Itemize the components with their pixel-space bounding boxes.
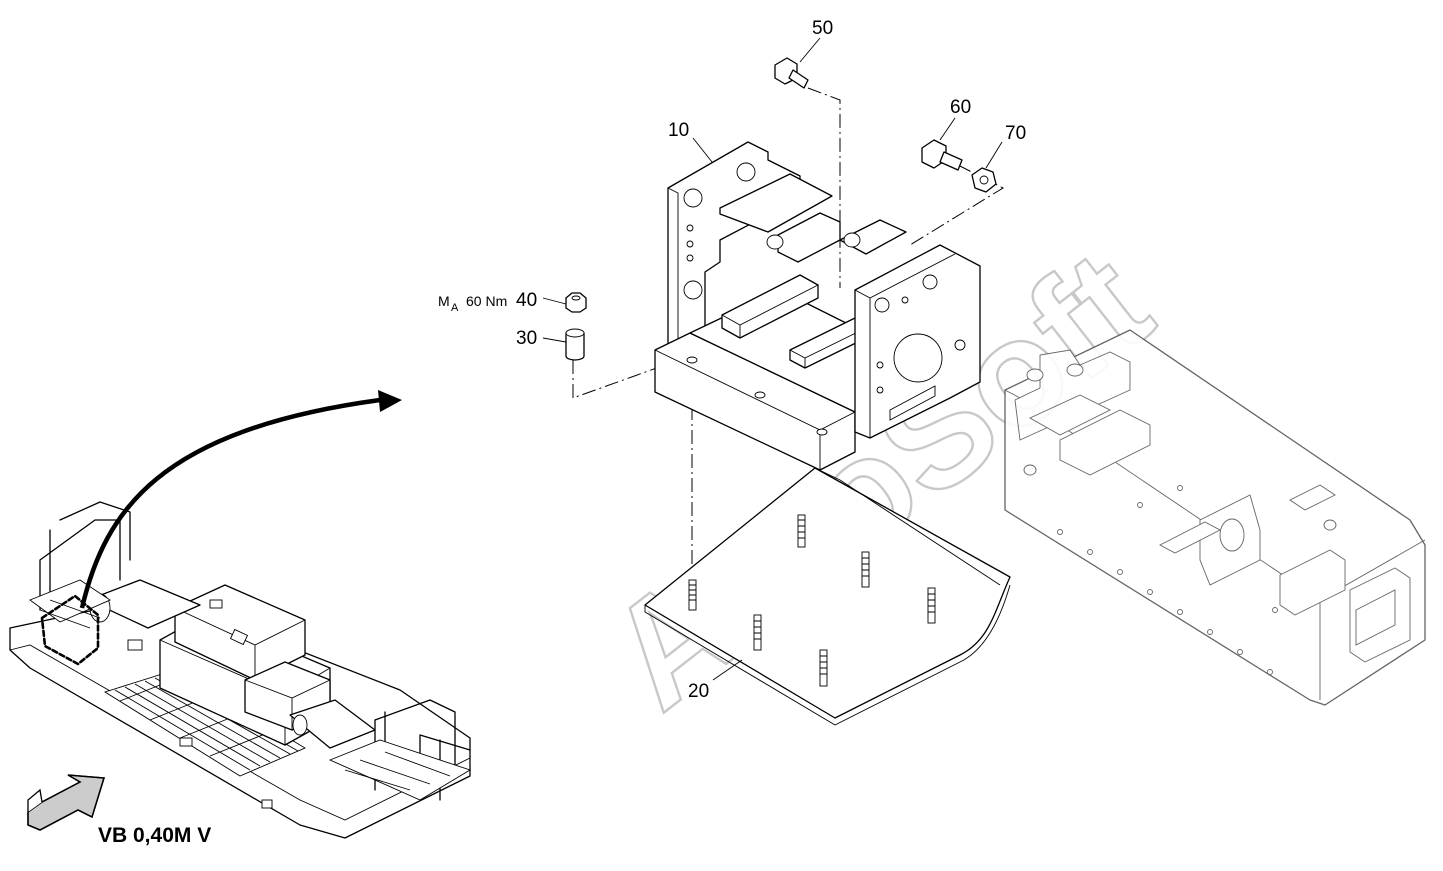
callout-10: 10 <box>668 120 689 141</box>
part-60-screw <box>921 139 963 171</box>
torque-subscript: A <box>451 302 459 314</box>
stud-set <box>688 514 936 687</box>
context-frame <box>1004 329 1426 706</box>
highlight-region <box>40 594 100 666</box>
callout-70: 70 <box>1005 123 1026 144</box>
part-50-bolt <box>774 57 809 89</box>
part-10-bracket <box>654 141 981 471</box>
callout-20: 20 <box>688 681 709 702</box>
callout-30: 30 <box>516 328 537 349</box>
callout-40: 40 <box>516 290 537 311</box>
machine-overview <box>9 501 472 839</box>
callout-leaders <box>542 37 1003 681</box>
torque-note: M A 60 Nm <box>438 293 507 314</box>
torque-value: 60 Nm <box>466 293 507 309</box>
part-70-nut <box>971 167 997 193</box>
part-20-plate <box>644 467 1011 726</box>
view-label: VB 0,40M V <box>98 824 211 847</box>
part-40-nut <box>565 292 587 313</box>
zoom-arrow <box>79 390 402 609</box>
torque-symbol: M <box>438 293 450 309</box>
callout-50: 50 <box>812 18 833 39</box>
part-30-spacer <box>565 328 585 361</box>
callout-60: 60 <box>950 97 971 118</box>
view-direction-arrow <box>27 774 105 831</box>
